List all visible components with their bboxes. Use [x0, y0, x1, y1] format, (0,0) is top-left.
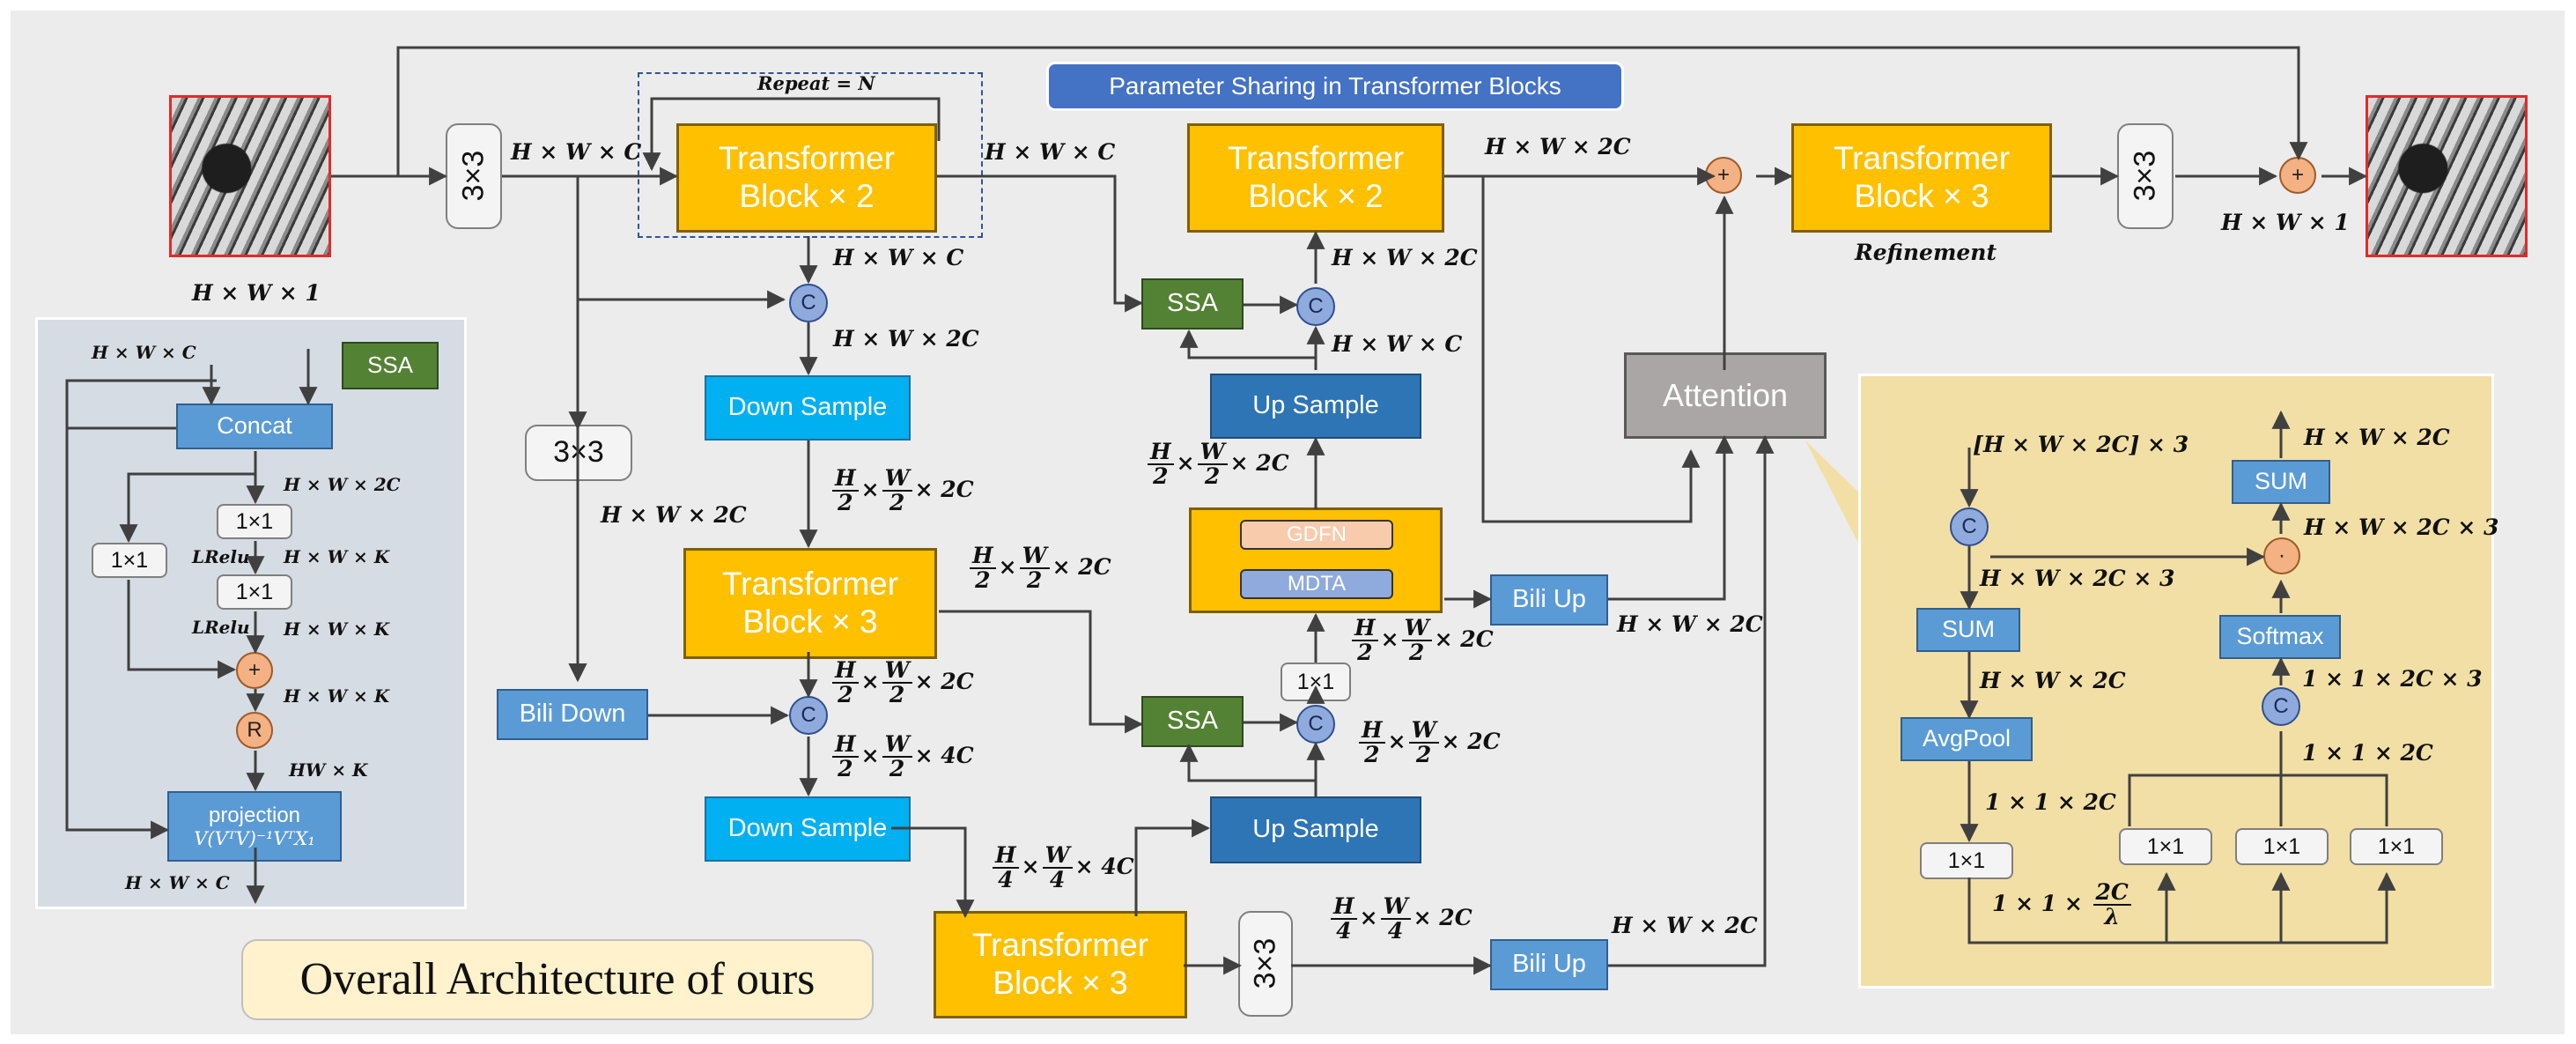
dim-output: H × W × 1	[2221, 210, 2350, 235]
up-sample-1: Up Sample	[1210, 374, 1421, 439]
conv-3x3-input: 3×3	[446, 123, 502, 229]
dim-i: H × W × 2C	[1617, 611, 1763, 637]
mdta-box: MDTA	[1240, 569, 1393, 599]
down-sample-1: Down Sample	[705, 375, 911, 441]
attn-panel-avgpool: AvgPool	[1901, 717, 2033, 761]
bili-down: Bili Down	[497, 689, 648, 740]
ssa-panel-dim-3: H × W × K	[284, 618, 390, 640]
ssa-panel-dim-1: H × W × 2C	[284, 474, 401, 495]
transformer-block-mid: Transformer Block × 3	[683, 548, 937, 659]
attn-panel-softmax: Softmax	[2219, 615, 2341, 659]
dim-d: H × W × 2C	[833, 326, 979, 352]
dim-e: H × W × 2C	[1485, 134, 1631, 159]
dim-a: H × W × C	[511, 139, 642, 165]
attn-panel-dim-3: 1 × 1 × 2C	[1985, 789, 2116, 815]
ssa-panel-ssa-box: SSA	[342, 342, 439, 389]
repeat-label: Repeat = N	[757, 72, 875, 94]
add-node-2: +	[2279, 157, 2316, 194]
output-butterfly-image	[2366, 95, 2528, 257]
attn-panel-conv-3: 1×1	[2235, 828, 2329, 865]
down-sample-2: Down Sample	[705, 796, 911, 862]
ssa-panel-projection: projection V(VᵀV)⁻¹VᵀX₁	[167, 791, 342, 862]
attn-panel-sum-left: SUM	[1916, 608, 2020, 652]
refinement-label: Refinement	[1855, 240, 1997, 265]
ssa-panel-dim-5: HW × K	[289, 759, 368, 781]
transformer-block-bottom: Transformer Block × 3	[934, 911, 1187, 1018]
concat-node-1: C	[789, 284, 828, 322]
ssa-panel-conv-1: 1×1	[217, 504, 292, 539]
ssa-panel-input-dim: H × W × C	[92, 342, 196, 363]
ssa-panel-output-dim: H × W × C	[125, 872, 230, 893]
conv-3x3-bottom: 3×3	[1238, 911, 1293, 1017]
parameter-sharing-banner: Parameter Sharing in Transformer Blocks	[1046, 62, 1624, 111]
attn-panel-dim-1: H × W × 2C × 3	[1980, 566, 2175, 591]
bili-up-2: Bili Up	[1490, 939, 1608, 990]
projection-formula: V(VᵀV)⁻¹VᵀX₁	[194, 827, 315, 849]
attn-panel-dim-5: 1 × 1 × 2C	[2302, 740, 2433, 766]
concat-node-3: C	[789, 696, 828, 735]
ssa-panel-relu: R	[236, 712, 273, 749]
concat-node-4: C	[1296, 705, 1335, 744]
gdfn-box: GDFN	[1240, 520, 1393, 550]
ssa-panel-dim-4: H × W × K	[284, 685, 390, 707]
bili-up-1: Bili Up	[1490, 574, 1608, 626]
attn-panel-dim-6: 1 × 1 × 2C × 3	[2302, 666, 2483, 692]
dim-h: H × W × C	[1332, 331, 1463, 357]
input-butterfly-image	[169, 95, 331, 257]
figure-title: Overall Architecture of ours	[241, 939, 874, 1020]
ssa-block-1: SSA	[1141, 278, 1244, 329]
ssa-panel-lrelu-2: LRelu	[192, 617, 250, 638]
transformer-block-refinement: Transformer Block × 3	[1791, 123, 2052, 233]
attn-panel-concat-bottom: C	[2262, 687, 2300, 726]
repeat-dashed-box	[638, 72, 983, 238]
attn-panel-sum-right: SUM	[2232, 460, 2330, 504]
dim-j: H × W × 2C	[1612, 913, 1758, 938]
dim-b: H × W × C	[985, 139, 1116, 165]
attn-panel-conv-4: 1×1	[2350, 828, 2443, 865]
attn-panel-input: [H × W × 2C] × 3	[1973, 432, 2189, 457]
ssa-block-2: SSA	[1141, 696, 1244, 747]
dim-input: H × W × 1	[192, 280, 321, 306]
dim-g: H × W × 2C	[601, 502, 747, 528]
ssa-panel-conv-3: 1×1	[92, 543, 167, 578]
dim-c: H × W × C	[833, 245, 964, 270]
attn-panel-dim-2: H × W × 2C	[1980, 668, 2126, 693]
attn-panel-concat-top: C	[1950, 507, 1989, 546]
attn-panel-dim-7: H × W × 2C × 3	[2304, 515, 2499, 540]
attn-panel-conv-2: 1×1	[2119, 828, 2212, 865]
transformer-block-top-2: Transformer Block × 2	[1187, 123, 1444, 233]
dim-f: H × W × 2C	[1332, 245, 1478, 270]
ssa-panel-conv-2: 1×1	[217, 574, 292, 610]
ssa-panel-lrelu-1: LRelu	[192, 546, 250, 567]
ssa-panel-dim-2: H × W × K	[284, 546, 390, 567]
transformer-block-top-1: Transformer Block × 2	[676, 123, 937, 233]
ssa-panel-concat: Concat	[176, 404, 333, 449]
up-sample-2: Up Sample	[1210, 796, 1421, 863]
attn-panel-dim-8: H × W × 2C	[2304, 425, 2450, 450]
attn-panel-conv-left: 1×1	[1920, 842, 2013, 879]
